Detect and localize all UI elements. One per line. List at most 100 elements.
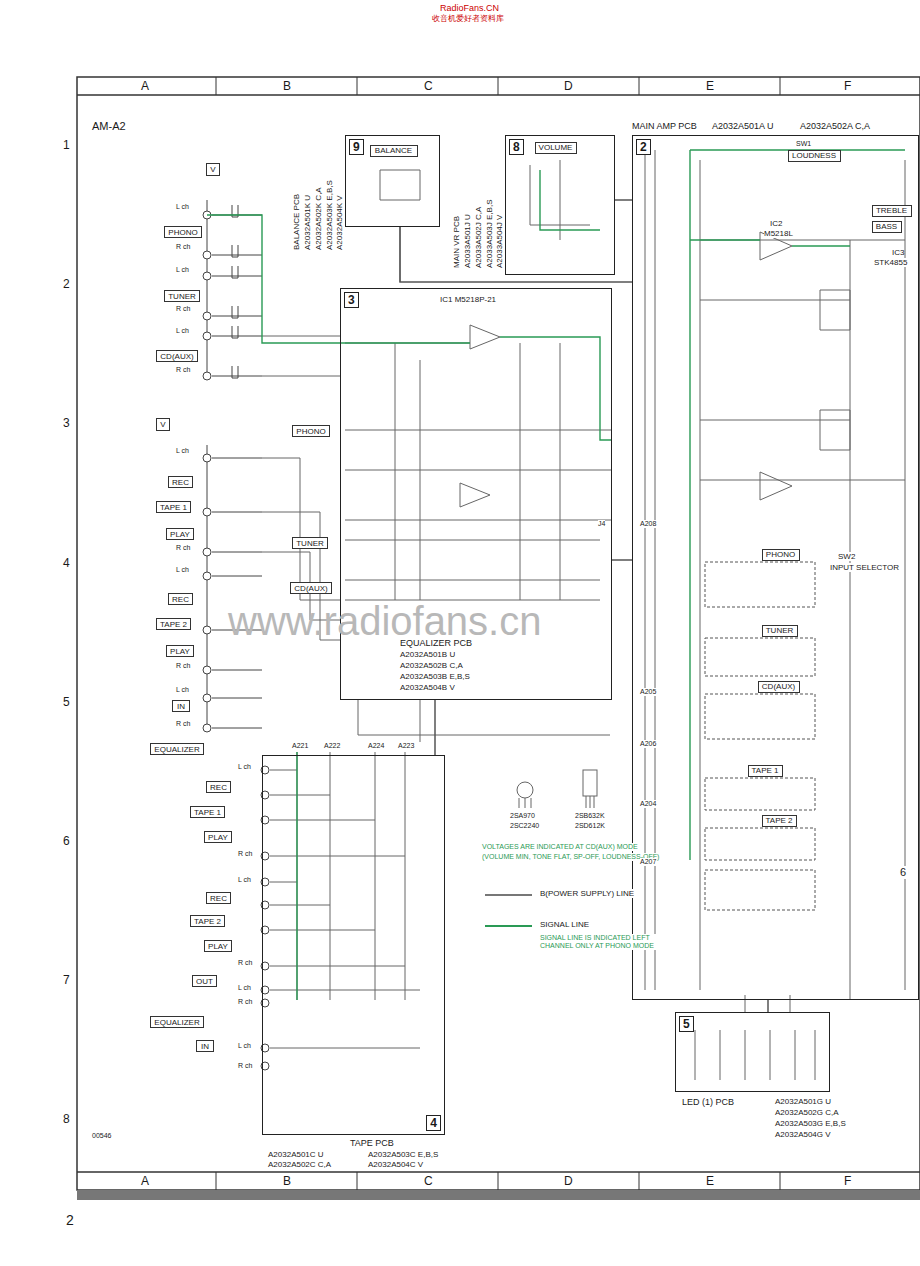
schematic-label: A2032A501A U [712, 121, 774, 131]
board-number: 4 [426, 1115, 441, 1131]
schematic-label: 7 [63, 974, 70, 988]
schematic-label: D [564, 1175, 573, 1189]
schematic-label: A2033A503J E,B,S [485, 200, 494, 269]
schematic-label: L ch [176, 686, 189, 694]
schematic-label: L ch [176, 327, 189, 335]
switch-tag: IN [172, 700, 190, 712]
tag-text: TUNER [166, 292, 198, 301]
tag-text: BASS [874, 222, 899, 231]
switch-tag: TAPE 2 [190, 915, 225, 927]
switch-tag: TAPE 2 [156, 618, 191, 630]
schematic-label: A [141, 1175, 149, 1189]
schematic-label: L ch [238, 984, 251, 992]
tag-text: VOLUME [537, 143, 575, 152]
schematic-label: A224 [368, 742, 384, 750]
tag-text: BALANCE [373, 146, 414, 155]
schematic-label: 5 [63, 696, 70, 710]
tag-text: V [208, 165, 217, 174]
switch-tag: CD(AUX) [156, 350, 198, 362]
switch-tag: TAPE 1 [748, 765, 783, 777]
switch-tag: PLAY [204, 940, 232, 952]
schematic-label: MAIN VR PCB [452, 216, 461, 268]
schematic-label: A2032A501G U [775, 1097, 831, 1106]
wire-connector [434, 700, 436, 755]
tag-text: TAPE 2 [192, 917, 223, 926]
schematic-label: 1 [63, 139, 70, 153]
schematic-label: R ch [176, 305, 190, 313]
switch-tag: IN [196, 1040, 214, 1052]
schematic-label: 8 [63, 1113, 70, 1127]
schematic-label: B [283, 80, 291, 94]
schematic-label: IC1 M5218P-21 [440, 295, 496, 304]
schematic-label: A207 [640, 858, 656, 866]
schematic-label: R ch [238, 850, 252, 858]
schematic-label: R ch [176, 662, 190, 670]
legend-line [485, 894, 532, 896]
board-number: 5 [679, 1016, 694, 1032]
schematic-label: A2032A504K V [335, 195, 344, 250]
tag-text: V [158, 420, 167, 429]
schematic-label: R ch [238, 1062, 252, 1070]
switch-tag: VOLUME [535, 142, 577, 154]
tag-text: TAPE 2 [764, 816, 795, 825]
switch-tag: TUNER [762, 625, 798, 637]
tag-text: CD(AUX) [158, 352, 195, 361]
switch-tag: EQUALIZER [150, 1016, 204, 1028]
schematic-label: A208 [640, 520, 656, 528]
schematic-label: 2 [66, 1212, 74, 1228]
schematic-label: A204 [640, 800, 656, 808]
schematic-label: A222 [324, 742, 340, 750]
schematic-label: C [424, 1175, 433, 1189]
switch-tag: PLAY [166, 528, 194, 540]
schematic-label: A2032A501C U [268, 1150, 324, 1159]
switch-tag: TAPE 1 [156, 501, 191, 513]
schematic-label: D [564, 80, 573, 94]
schematic-label: IC3 [892, 248, 904, 257]
tag-text: OUT [194, 977, 215, 986]
tag-text: PLAY [206, 942, 230, 951]
tag-text: REC [170, 595, 191, 604]
schematic-label: A205 [640, 688, 656, 696]
board-number: 2 [636, 139, 651, 155]
switch-tag: V [156, 418, 170, 431]
schematic-label: IC2 [770, 219, 782, 228]
tag-text: TUNER [764, 626, 796, 635]
legend-line [485, 925, 532, 927]
schematic-label: 2 [63, 278, 70, 292]
schematic-label: 2SA970 [510, 812, 535, 820]
schematic-label: L ch [238, 876, 251, 884]
schematic-label: SIGNAL LINE IS INDICATED LEFT CHANNEL ON… [540, 934, 675, 950]
switch-tag: TUNER [164, 290, 200, 302]
switch-tag: REC [206, 892, 231, 904]
switch-tag: TAPE 1 [190, 806, 225, 818]
schematic-label: A2032A504G V [775, 1130, 831, 1139]
schematic-label: VOLTAGES ARE INDICATED AT CD(AUX) MODE [482, 843, 638, 851]
switch-tag: REC [206, 781, 231, 793]
schematic-label: A2032A504C V [368, 1160, 423, 1169]
tag-text: CD(AUX) [760, 682, 797, 691]
schematic-label: E [706, 80, 714, 94]
switch-tag: TREBLE [872, 205, 912, 217]
schematic-label: F [844, 1175, 851, 1189]
pcb-board: 9 BALANCE [345, 135, 440, 227]
switch-tag: PHONO [762, 549, 800, 561]
switch-tag: PHONO [164, 226, 202, 238]
schematic-label: A2032A503G E,B,S [775, 1119, 846, 1128]
tag-text: EQUALIZER [152, 1018, 201, 1027]
schematic-label: A2033A502J C,A [474, 207, 483, 268]
tag-text: TUNER [294, 539, 326, 548]
board-number: 3 [344, 292, 359, 308]
switch-tag: CD(AUX) [758, 681, 800, 693]
schematic-label: SW2 [838, 552, 855, 561]
board-number: 9 [349, 139, 364, 155]
tag-text: IN [199, 1042, 211, 1051]
schematic-label: A2032A502B C,A [400, 661, 463, 670]
frame [77, 77, 920, 1190]
schematic-label: A2032A502C C,A [268, 1160, 331, 1169]
schematic-label: A2033A501J U [463, 214, 472, 268]
tag-text: PHONO [294, 427, 327, 436]
switch-tag: EQUALIZER [150, 743, 204, 755]
schematic-label: A [141, 80, 149, 94]
schematic-label: A2033A504J V [495, 215, 504, 268]
wire-connector [612, 559, 632, 561]
